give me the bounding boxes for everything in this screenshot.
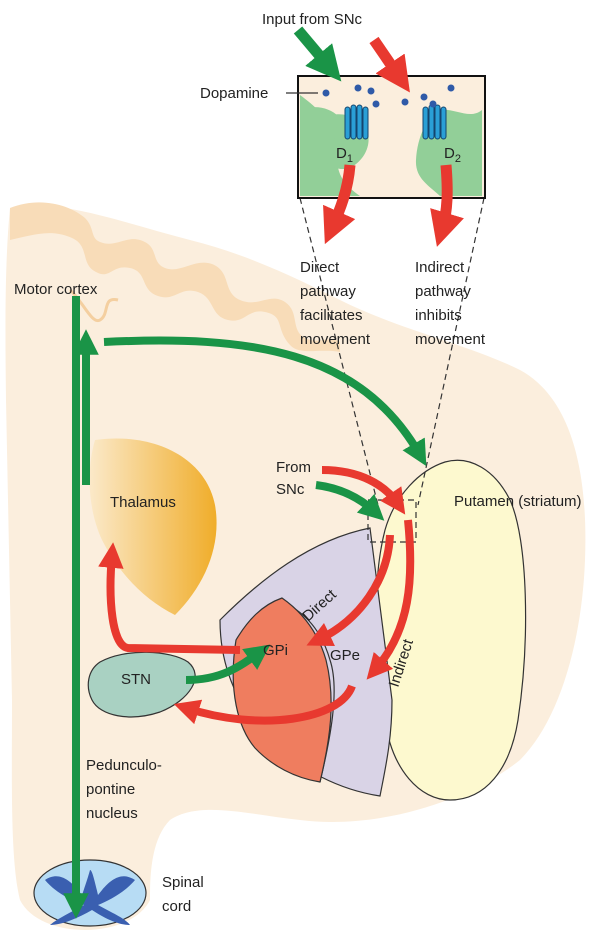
dopamine-label: Dopamine — [200, 85, 268, 102]
putamen-label: Putamen (striatum) — [454, 493, 582, 510]
motor-cortex-label: Motor cortex — [14, 281, 98, 298]
snc-green-input-arrow — [298, 30, 330, 68]
spinal-cord-label: Spinal cord — [162, 874, 208, 915]
d2-receptor — [423, 105, 446, 139]
input-label: Input from SNc — [262, 11, 363, 28]
snc-red-input-arrow — [374, 40, 400, 78]
gpe-label: GPe — [330, 647, 360, 664]
indirect-pathway-label: Indirect pathway inhibits movement — [415, 259, 486, 348]
thalamus-label: Thalamus — [110, 494, 176, 511]
gpi-label: GPi — [263, 642, 288, 659]
indirect-output-arrow — [442, 165, 447, 230]
stn-label: STN — [121, 671, 151, 688]
d1-receptor — [345, 105, 368, 139]
